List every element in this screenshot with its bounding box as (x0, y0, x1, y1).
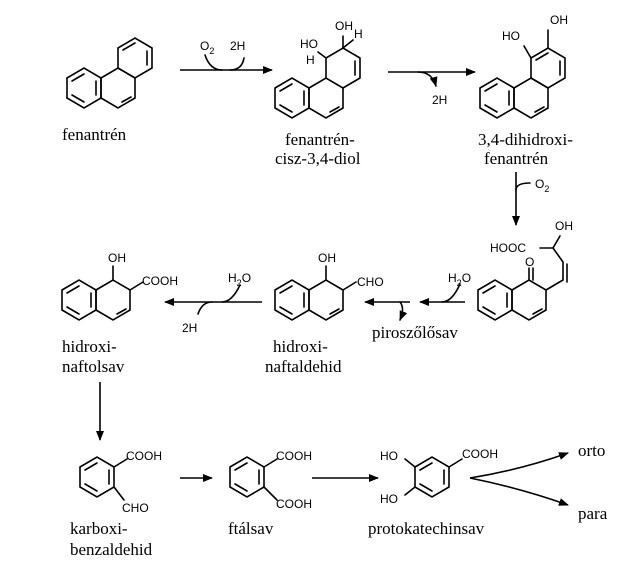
label-orto: orto (578, 441, 605, 460)
group-cooh-proto: COOH (462, 447, 498, 461)
reagent-2h-a: 2H (230, 39, 245, 53)
group-oh-aldehyde: OH (318, 251, 336, 265)
reagent-2h-b: 2H (432, 93, 447, 107)
group-cho-naphth: CHO (357, 275, 384, 289)
label-piroszolosav: piroszőlősav (372, 323, 458, 342)
curved-arrow-2h-c (197, 301, 213, 315)
phthalic-structure (229, 456, 278, 501)
group-oh-cleavage: OH (555, 219, 573, 233)
group-cooh-phthalic-1: COOH (276, 449, 312, 463)
group-cho-carboxybenz: CHO (122, 501, 149, 515)
label-dihidroxi-1: 3,4-dihidroxi- (478, 130, 573, 149)
hydroxynaphthoic-structure (61, 265, 144, 321)
curved-arrow-h2o-b (221, 284, 241, 303)
label-carboxybenz-1: karboxi- (70, 519, 128, 538)
label-ftalsav: ftálsav (228, 519, 274, 538)
reagent-o2-a: O2 (200, 39, 214, 56)
label-hydroxy-naphthoic-2: naftolsav (62, 357, 125, 376)
reagent-2h-c: 2H (182, 321, 197, 335)
label-hydroxy-aldehyde-2: naftaldehid (265, 357, 342, 376)
protocatechuic-structure (404, 456, 463, 498)
group-cooh-carboxybenz: COOH (126, 449, 162, 463)
reagent-h2o-a: H2O (448, 271, 471, 288)
dihydroxyphenanthrene-structure (479, 29, 566, 119)
hydroxynaphthaldehyde-structure (274, 265, 357, 321)
curved-arrow-pyruvate (399, 301, 408, 321)
label-hydroxy-aldehyde-1: hidroxi- (273, 337, 328, 356)
label-carboxybenz-2: benzaldehid (70, 540, 153, 559)
label-diol-2: cisz-3,4-diol (275, 149, 361, 168)
label-protokatechinsav: protokatechinsav (368, 519, 485, 538)
curved-arrow-2h-in (229, 57, 245, 71)
group-ho-diol: HO (300, 37, 318, 51)
group-hooc: HOOC (490, 241, 526, 255)
phenanthrene-structure (66, 37, 153, 109)
label-fenantren: fenantrén (62, 125, 127, 144)
group-h-diol-2: H (354, 27, 363, 41)
group-ho-proto-1: HO (380, 449, 398, 463)
group-oh-naphthoic: OH (108, 251, 126, 265)
curved-arrow-2h-out (417, 71, 438, 87)
ring-cleavage-structure (477, 235, 568, 321)
group-ho-proto-2: HO (380, 492, 398, 506)
reagent-h2o-b: H2O (228, 271, 251, 288)
group-cooh-naphthoic: COOH (142, 274, 178, 288)
label-para: para (578, 504, 608, 523)
label-dihidroxi-2: fenantrén (484, 149, 549, 168)
label-diol-1: fenantrén- (285, 130, 355, 149)
curved-arrow-o2-in (204, 54, 223, 71)
arrow-orto (469, 452, 569, 479)
group-oh-diol: OH (335, 19, 353, 33)
group-h-diol-1: H (306, 53, 315, 67)
group-o-ketone: O (525, 255, 534, 269)
arrow-para (469, 477, 569, 506)
label-hydroxy-naphthoic-1: hidroxi- (62, 337, 117, 356)
curved-arrow-o2-b (515, 182, 531, 191)
group-ho-dihydroxy: HO (502, 29, 520, 43)
group-oh-dihydroxy: OH (550, 13, 568, 27)
reagent-o2-b: O2 (535, 177, 549, 194)
carboxybenzaldehyde-structure (79, 456, 128, 501)
diol-structure (274, 35, 361, 119)
curved-arrow-h2o-a (441, 283, 461, 303)
group-cooh-phthalic-2: COOH (276, 497, 312, 511)
